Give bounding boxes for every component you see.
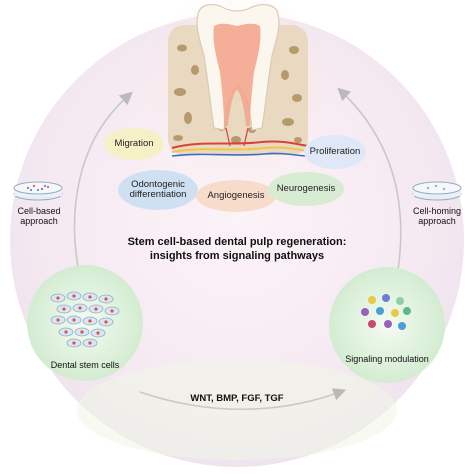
proliferation-bubble: Proliferation bbox=[304, 135, 366, 169]
angiogenesis-label: Angiogenesis bbox=[207, 189, 265, 201]
left-arrow-arc bbox=[73, 91, 133, 279]
tooth-illustration bbox=[168, 4, 309, 157]
stem-cells-icon bbox=[50, 291, 120, 348]
cell-homing-line1: Cell-homing bbox=[412, 206, 462, 216]
dental-stem-cells-label: Dental stem cells bbox=[50, 360, 120, 370]
cell-homing-approach-label: Cell-homing approach bbox=[404, 206, 470, 227]
signaling-molecules-icon bbox=[361, 294, 411, 330]
diagram-title: Stem cell-based dental pulp regeneration… bbox=[95, 236, 379, 264]
odontogenic-label-line1: Odontogenic bbox=[131, 178, 185, 190]
petri-dish-left-icon bbox=[13, 181, 63, 201]
cell-homing-line2: approach bbox=[418, 216, 456, 227]
right-arrow-arc bbox=[337, 87, 402, 271]
title-line1: Stem cell-based dental pulp regeneration… bbox=[127, 236, 347, 248]
petri-dish-right-icon bbox=[412, 181, 462, 201]
neurogenesis-bubble: Neurogenesis bbox=[268, 172, 344, 206]
odontogenic-bubble: Odontogenic differentiation bbox=[118, 170, 198, 210]
cell-based-line2: approach bbox=[20, 216, 58, 227]
pathways-label: WNT, BMP, FGF, TGF bbox=[190, 393, 284, 404]
angiogenesis-bubble: Angiogenesis bbox=[196, 180, 276, 212]
proliferation-label: Proliferation bbox=[309, 145, 361, 157]
odontogenic-label-line2: differentiation bbox=[129, 189, 187, 200]
signaling-modulation-label: Signaling modulation bbox=[345, 354, 429, 364]
migration-label: Migration bbox=[114, 137, 154, 149]
neurogenesis-label: Neurogenesis bbox=[276, 182, 336, 194]
cell-based-line1: Cell-based bbox=[17, 206, 61, 216]
migration-bubble: Migration bbox=[104, 128, 164, 160]
title-line2: insights from signaling pathways bbox=[149, 249, 325, 262]
bottom-arrow-arc bbox=[139, 388, 347, 411]
cell-based-approach-label: Cell-based approach bbox=[10, 206, 68, 227]
